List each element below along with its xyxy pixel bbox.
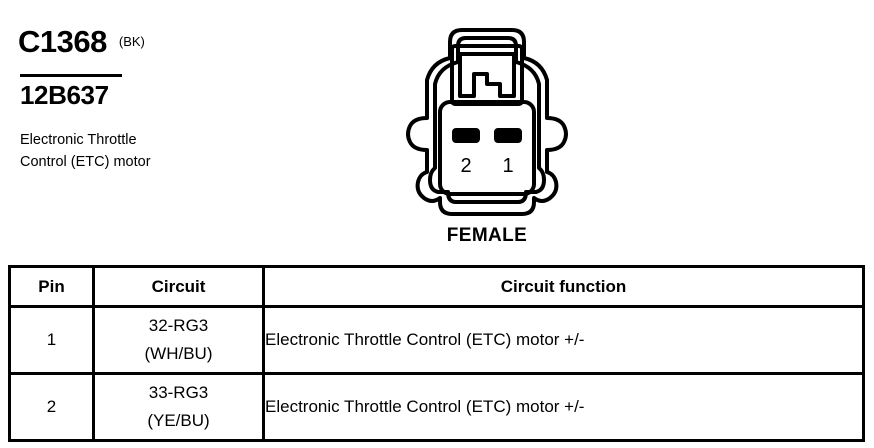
connector-illustration: 2 1 FEMALE [392,22,582,254]
connector-code: C1368 [18,24,107,59]
connector-gender-label: FEMALE [446,225,528,246]
pin-number-label-1: 1 [502,155,513,177]
table-header-row: Pin Circuit Circuit function [8,265,865,308]
circuit-wire-colors: (YE/BU) [147,411,210,430]
circuit-code: 32-RG3 [148,315,209,335]
connector-description-line-1: Electronic Throttle [20,132,137,148]
cell-circuit: 32-RG3 (WH/BU) [92,305,265,375]
pin-assignment-table: Pin Circuit Circuit function 1 32-RG3 (W… [8,265,865,442]
pin-number-label-2: 2 [460,155,471,177]
connector-inner-shell-outline [428,36,546,204]
column-header-pin: Pin [8,265,95,308]
connector-latch-notch [458,52,516,98]
cell-circuit-function: Electronic Throttle Control (ETC) motor … [262,305,865,375]
connector-identification-block: C1368 (BK) 12B637 Electronic Throttle Con… [18,26,248,170]
connector-description-line-2: Control (ETC) motor [20,154,151,171]
cell-pin: 1 [8,305,95,375]
connector-terminal-face [438,100,536,196]
table-row: 1 32-RG3 (WH/BU) Electronic Throttle Con… [8,305,865,375]
connector-drawing-svg: 2 1 [406,28,568,216]
connector-part-number: 12B637 [20,80,109,110]
pin-cavity-2 [452,128,480,143]
cell-pin: 2 [8,372,95,442]
connector-description: Electronic Throttle Control (ETC) motor [20,129,230,174]
cell-circuit: 33-RG3 (YE/BU) [92,372,265,442]
table-row: 2 33-RG3 (YE/BU) Electronic Throttle Con… [8,372,865,442]
connector-code-underline [20,74,122,77]
connector-code-row: C1368 (BK) [18,26,248,57]
circuit-wire-colors: (WH/BU) [144,344,213,363]
column-header-circuit-function: Circuit function [262,265,865,308]
pin-cavity-1 [494,128,522,143]
connector-outer-shell [406,28,568,216]
circuit-code: 33-RG3 [148,382,209,402]
cell-circuit-function: Electronic Throttle Control (ETC) motor … [262,372,865,442]
connector-color-code: (BK) [118,33,145,49]
column-header-circuit: Circuit [92,265,265,308]
